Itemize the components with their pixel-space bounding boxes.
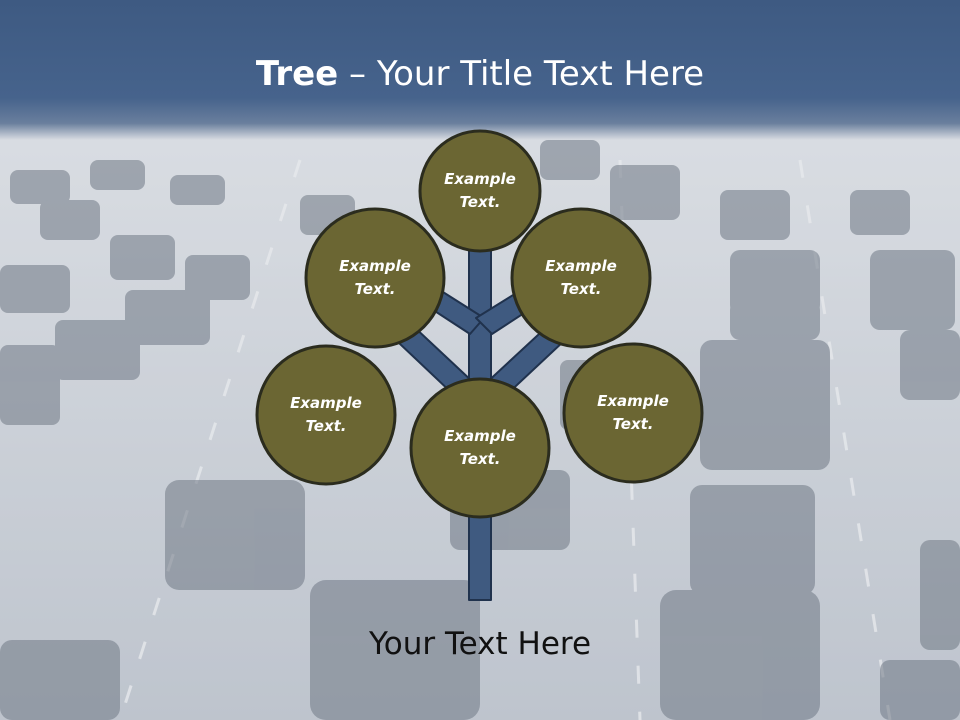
title-bold: Tree [255, 54, 339, 94]
node-upper-left-text: Example Text. [339, 257, 411, 298]
node-upper-right-circle [510, 207, 652, 349]
node-top-circle [418, 129, 542, 253]
node-center-circle [409, 377, 551, 519]
node-lower-right-text: Example Text. [597, 392, 669, 433]
title-banner [0, 0, 960, 140]
slide-title: Tree – Your Title Text Here [0, 52, 960, 96]
node-upper-left-circle [304, 207, 446, 349]
node-lower-left-circle [255, 344, 397, 486]
node-center-text: Example Text. [444, 427, 516, 468]
node-lower-left-text: Example Text. [290, 394, 362, 435]
title-rest: – Your Title Text Here [338, 54, 705, 94]
node-lower-right-circle [562, 342, 704, 484]
node-top-text: Example Text. [444, 170, 516, 211]
node-upper-right-text: Example Text. [545, 257, 617, 298]
footer-text: Your Text Here [368, 626, 592, 662]
